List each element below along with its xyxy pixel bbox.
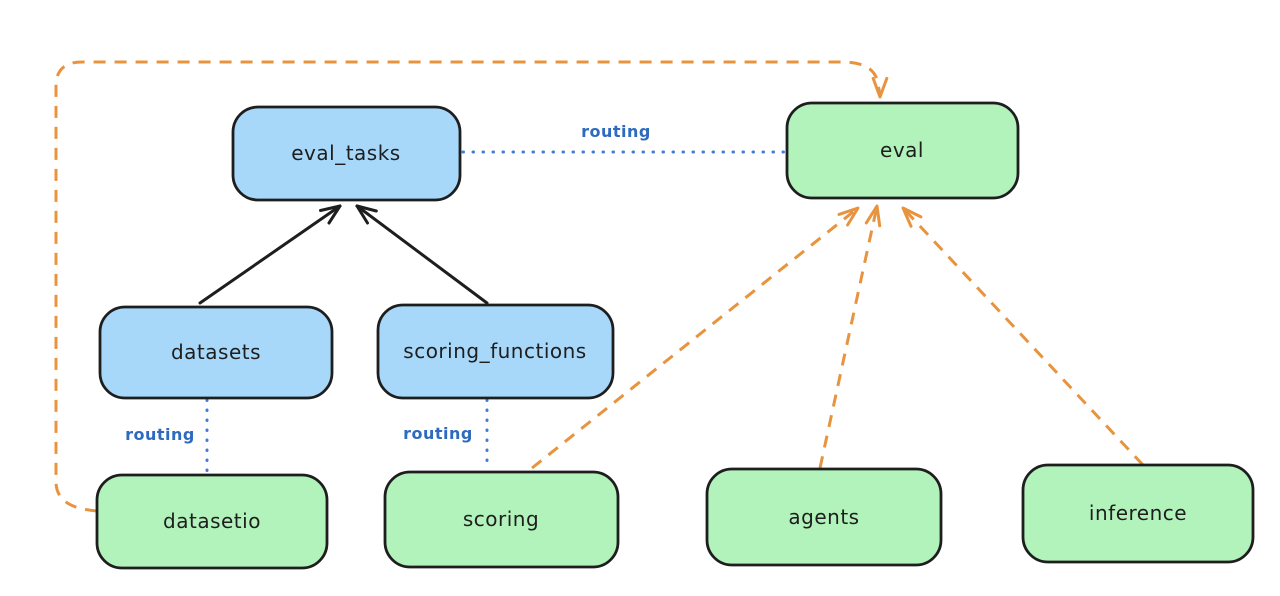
edge-datasetio-to-eval [54,60,889,513]
node-datasets-box [98,305,334,400]
node-scoring-box [383,470,620,569]
node-eval-tasks-label: eval_tasks [291,141,400,165]
edge-scoring-to-eval-arrowhead [837,206,860,227]
node-eval: eval [785,101,1020,200]
node-scoring-label: scoring [463,507,539,531]
edge-scoring-functions-to-eval-tasks [355,204,489,305]
edge-scoring-to-eval [531,206,860,470]
edge-scoring-functions-to-scoring: routing [403,398,489,471]
edge-agents-to-eval-arrowhead [864,204,882,228]
node-eval-box [785,101,1020,200]
node-scoring-functions: scoring_functions [376,303,615,400]
edge-datasetio-to-eval-arrowhead [871,76,889,99]
node-eval-tasks: eval_tasks [231,105,462,202]
node-datasets: datasets [98,305,334,400]
edge-datasets-to-eval-tasks-arrowhead [319,204,342,225]
node-datasetio-label: datasetio [163,509,261,533]
edge-scoring-functions-to-eval-tasks-arrowhead [355,204,378,225]
edge-datasetio-to-eval-line [54,60,882,513]
node-eval-label: eval [880,138,924,162]
node-inference-label: inference [1089,501,1187,525]
node-inference-box [1021,463,1255,564]
edge-scoring-functions-to-eval-tasks-line [355,204,489,305]
routing-label-datasetio: routing [125,425,195,444]
edge-inference-to-eval [901,206,1145,467]
edge-agents-to-eval [818,204,882,469]
edge-datasets-to-eval-tasks [198,204,342,305]
node-scoring-functions-box [376,303,615,400]
node-scoring-functions-label: scoring_functions [403,339,586,363]
edge-agents-to-eval-line [818,205,879,469]
routing-label-scoring: routing [403,424,473,443]
routing-label-top: routing [581,122,651,141]
node-datasetio-box [95,473,329,570]
node-agents-label: agents [788,505,859,529]
node-agents-box [705,467,943,567]
node-eval-tasks-box [231,105,462,202]
edge-inference-to-eval-arrowhead [901,206,923,228]
edge-eval-tasks-to-eval: routing [461,122,788,154]
edge-datasets-to-datasetio: routing [125,398,209,474]
node-agents: agents [705,467,943,567]
node-inference: inference [1021,463,1255,564]
node-datasetio: datasetio [95,473,329,570]
edge-inference-to-eval-line [901,206,1145,467]
edge-datasets-to-eval-tasks-line [198,204,342,305]
node-datasets-label: datasets [171,340,261,364]
node-scoring: scoring [383,470,620,569]
edge-scoring-to-eval-line [531,206,859,470]
